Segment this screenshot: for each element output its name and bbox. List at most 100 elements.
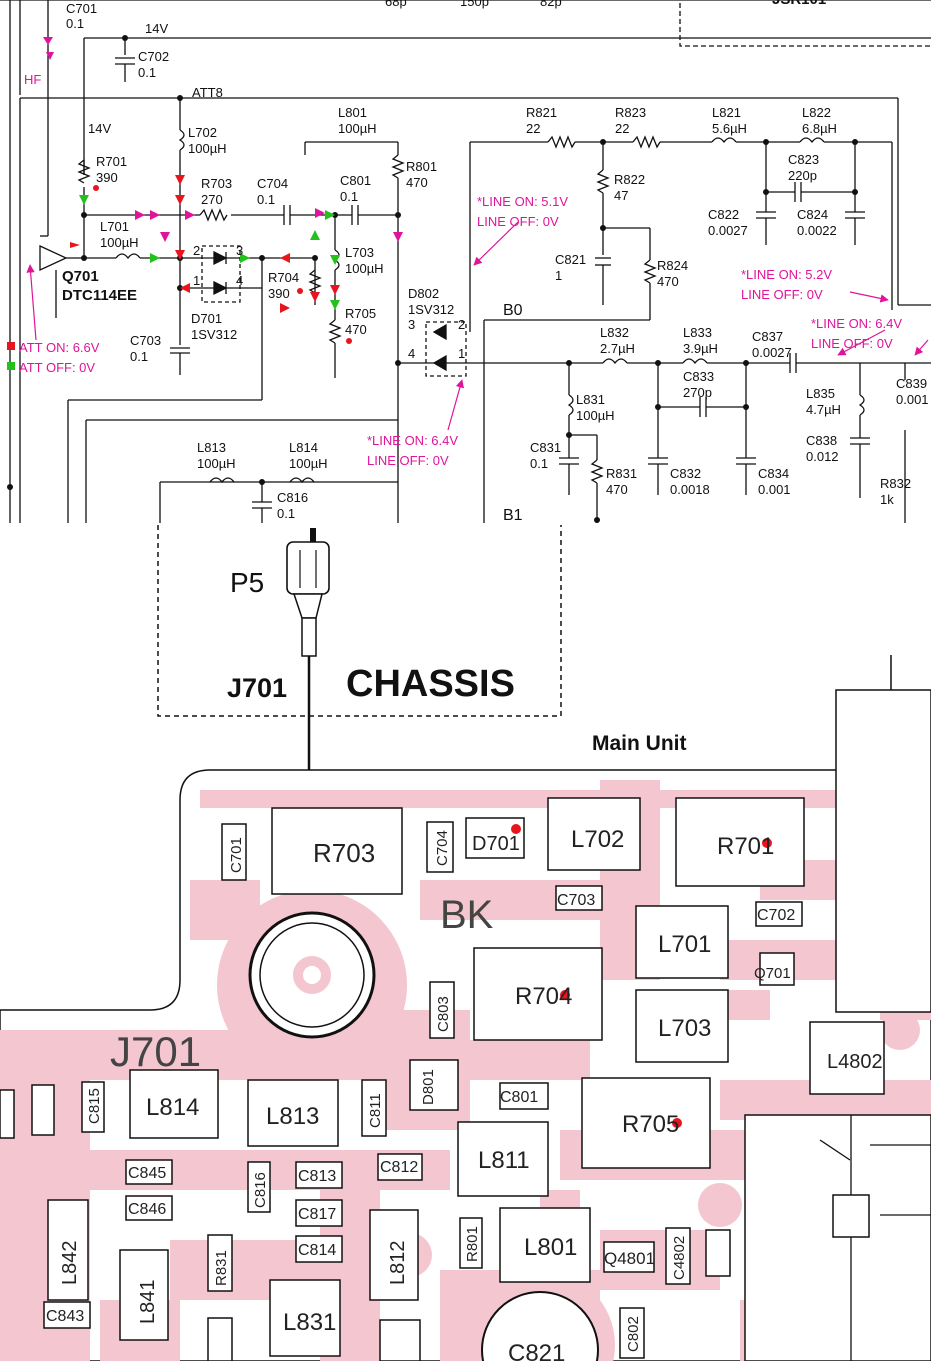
d802-pin-3: 3 bbox=[408, 317, 415, 332]
annot-att-on: ATT ON: 6.6V bbox=[19, 340, 100, 355]
label-c838: C838 bbox=[806, 433, 837, 448]
label-l821: L821 bbox=[712, 105, 741, 120]
pcb-right-block bbox=[835, 689, 931, 1013]
label-q701: Q701 bbox=[62, 268, 99, 285]
label-c833-val: 270p bbox=[683, 385, 712, 400]
label-14v-top: 14V bbox=[145, 21, 168, 36]
label-c702-val: 0.1 bbox=[138, 65, 156, 80]
label-chassis: CHASSIS bbox=[346, 663, 515, 705]
pcb-label-r703: R703 bbox=[313, 838, 375, 868]
label-r824: R824 bbox=[657, 258, 688, 273]
pcb-label-l813: L813 bbox=[266, 1103, 319, 1130]
label-top-box: JSR101 bbox=[772, 0, 826, 8]
pin-4: 4 bbox=[236, 273, 243, 288]
pcb-label-c843: C843 bbox=[46, 1308, 84, 1325]
label-l832-val: 2.7µH bbox=[600, 341, 635, 356]
label-l833: L833 bbox=[683, 325, 712, 340]
label-c824-val: 0.0022 bbox=[797, 223, 837, 238]
pcb-label-c812: C812 bbox=[380, 1159, 418, 1176]
chassis-connector-section: P5 J701 CHASSIS Main Unit bbox=[157, 525, 687, 972]
label-c821: C821 bbox=[555, 252, 586, 267]
label-c801-val: 0.1 bbox=[340, 189, 358, 204]
pcb-test-points bbox=[511, 824, 772, 1128]
annot-line-off-b: LINE OFF: 0V bbox=[741, 287, 823, 302]
label-c704-val: 0.1 bbox=[257, 192, 275, 207]
pcb-label-l4802: L4802 bbox=[827, 1051, 883, 1073]
label-r801: R801 bbox=[406, 159, 437, 174]
annotation-pointers bbox=[26, 221, 929, 431]
pcb-label-c4802: C4802 bbox=[671, 1236, 688, 1280]
label-p5: P5 bbox=[230, 567, 264, 598]
pcb-c821-socket bbox=[481, 1291, 599, 1366]
label-att8: ATT8 bbox=[192, 85, 223, 100]
label-r701: R701 bbox=[96, 154, 127, 169]
att-off-marker bbox=[7, 362, 15, 370]
annot-line-off-d: LINE OFF: 0V bbox=[811, 336, 893, 351]
label-c822-val: 0.0027 bbox=[708, 223, 748, 238]
label-l814: L814 bbox=[289, 440, 318, 455]
label-r705-val: 470 bbox=[345, 322, 367, 337]
pcb-label-d801: D801 bbox=[420, 1069, 437, 1105]
pcb-label-c701: C701 bbox=[228, 837, 245, 873]
pcb-label-r801: R801 bbox=[464, 1226, 481, 1262]
d802-pin-1: 1 bbox=[458, 346, 465, 361]
label-d701: D701 bbox=[191, 311, 222, 326]
label-c834-val: 0.001 bbox=[758, 482, 791, 497]
pcb-label-r701: R701 bbox=[717, 833, 774, 860]
pcb-label-c814: C814 bbox=[298, 1242, 336, 1259]
annot-line-off-c: LINE OFF: 0V bbox=[367, 453, 449, 468]
label-r704-val: 390 bbox=[268, 286, 290, 301]
pcb-label-c702: C702 bbox=[757, 907, 795, 924]
pcb-label-l841: L841 bbox=[137, 1280, 159, 1325]
label-r822: R822 bbox=[614, 172, 645, 187]
pcb-label-l812: L812 bbox=[387, 1241, 409, 1286]
label-top-150p: 150p bbox=[460, 0, 489, 9]
label-d802-val: 1SV312 bbox=[408, 302, 454, 317]
label-c704: C704 bbox=[257, 176, 288, 191]
pcb-label-c817: C817 bbox=[298, 1206, 336, 1223]
label-r832-val: 1k bbox=[880, 492, 894, 507]
label-c833: C833 bbox=[683, 369, 714, 384]
test-points bbox=[93, 185, 352, 344]
label-c816-val: 0.1 bbox=[277, 506, 295, 521]
label-c834: C834 bbox=[758, 466, 789, 481]
label-c832-val: 0.0018 bbox=[670, 482, 710, 497]
label-c821-val: 1 bbox=[555, 268, 562, 283]
label-c801: C801 bbox=[340, 173, 371, 188]
pcb-label-c811: C811 bbox=[367, 1093, 384, 1128]
annot-line-on-6-4b: *LINE ON: 6.4V bbox=[811, 316, 902, 331]
label-r821: R821 bbox=[526, 105, 557, 120]
pcb-label-l811: L811 bbox=[478, 1147, 530, 1174]
label-r831-val: 470 bbox=[606, 482, 628, 497]
partial-module-box bbox=[679, 0, 931, 47]
label-l813-val: 100µH bbox=[197, 456, 236, 471]
signal-flow-arrows bbox=[43, 37, 403, 313]
pcb-label-q701: Q701 bbox=[754, 965, 791, 982]
label-r704: R704 bbox=[268, 270, 299, 285]
label-l801-val: 100µH bbox=[338, 121, 377, 136]
pcb-label-l814: L814 bbox=[146, 1094, 199, 1121]
pcb-label-c803: C803 bbox=[435, 996, 452, 1032]
pcb-label-c813: C813 bbox=[298, 1168, 336, 1185]
label-l814-val: 100µH bbox=[289, 456, 328, 471]
label-c837: C837 bbox=[752, 329, 783, 344]
schematic-junctions bbox=[7, 35, 858, 523]
label-l702: L702 bbox=[188, 125, 217, 140]
pcb-label-l701: L701 bbox=[658, 931, 711, 958]
annot-line-on-5-1: *LINE ON: 5.1V bbox=[477, 194, 568, 209]
label-r705: R705 bbox=[345, 306, 376, 321]
label-14v-left: 14V bbox=[88, 121, 111, 136]
pcb-label-c802: C802 bbox=[625, 1316, 642, 1352]
label-r703: R703 bbox=[201, 176, 232, 191]
label-l835-val: 4.7µH bbox=[806, 402, 841, 417]
label-c703-val: 0.1 bbox=[130, 349, 148, 364]
annot-att-off: ATT OFF: 0V bbox=[19, 360, 95, 375]
label-l831-val: 100µH bbox=[576, 408, 615, 423]
label-c837-val: 0.0027 bbox=[752, 345, 792, 360]
label-r801-val: 470 bbox=[406, 175, 428, 190]
pcb-labels: R703 C701 C704 D701 L702 R701 C703 C702 … bbox=[46, 826, 883, 1366]
q701-symbol bbox=[39, 244, 68, 272]
label-top-68p: 68p bbox=[385, 0, 407, 9]
pcb-label-c815: C815 bbox=[86, 1088, 103, 1124]
